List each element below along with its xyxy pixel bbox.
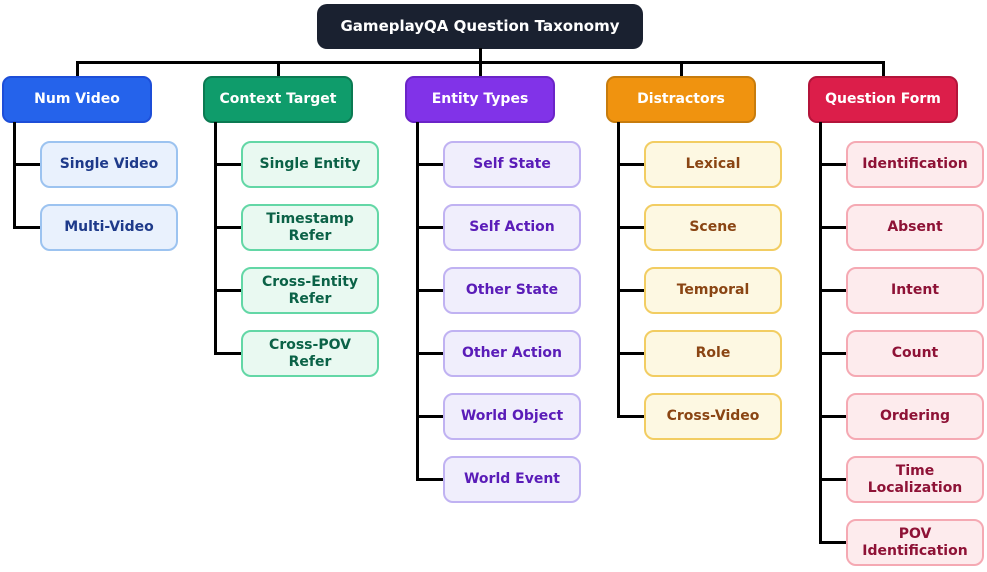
child-node-scene: Scene — [644, 204, 782, 251]
child-node-single-entity: Single Entity — [241, 141, 379, 188]
connector-line — [818, 289, 848, 292]
child-node-label: Identification — [862, 156, 968, 173]
branch-header-label: Question Form — [825, 90, 941, 107]
connector-line — [616, 122, 620, 418]
child-node-label: Other Action — [461, 345, 563, 362]
connector-line — [415, 163, 445, 166]
child-node-label: Lexical — [685, 156, 741, 173]
child-node-label: POV Identification — [862, 526, 968, 559]
child-node-other-state: Other State — [443, 267, 581, 314]
child-node-label: Self State — [473, 156, 551, 173]
child-node-other-action: Other Action — [443, 330, 581, 377]
child-node-label: Intent — [890, 282, 940, 299]
connector-line — [12, 226, 42, 229]
child-node-count: Count — [846, 330, 984, 377]
root-node: GameplayQA Question Taxonomy — [317, 4, 643, 49]
child-node-label: Temporal — [676, 282, 750, 299]
child-node-timestamp-refer: Timestamp Refer — [241, 204, 379, 251]
connector-line — [213, 226, 243, 229]
child-node-cross-video: Cross-Video — [644, 393, 782, 440]
child-node-label: Cross-Entity Refer — [261, 274, 359, 307]
connector-line — [415, 226, 445, 229]
child-node-self-action: Self Action — [443, 204, 581, 251]
connector-line — [213, 352, 243, 355]
connector-line — [818, 163, 848, 166]
connector-line — [12, 163, 42, 166]
connector-line — [616, 226, 646, 229]
child-node-time-localization: Time Localization — [846, 456, 984, 503]
branch-header-distractors: Distractors — [606, 76, 756, 123]
child-node-role: Role — [644, 330, 782, 377]
child-node-label: Cross-Video — [666, 408, 760, 425]
child-node-label: Self Action — [469, 219, 555, 236]
root-node-label: GameplayQA Question Taxonomy — [340, 17, 620, 36]
branch-header-label: Distractors — [637, 90, 725, 107]
connector-line — [213, 122, 217, 355]
connector-line — [213, 163, 243, 166]
connector-line — [478, 62, 482, 78]
child-node-cross-pov-refer: Cross-POV Refer — [241, 330, 379, 377]
child-node-label: Absent — [887, 219, 943, 236]
child-node-label: Multi-Video — [64, 219, 154, 236]
child-node-multi-video: Multi-Video — [40, 204, 178, 251]
connector-line — [881, 62, 885, 78]
child-node-world-event: World Event — [443, 456, 581, 503]
connector-line — [818, 478, 848, 481]
child-node-label: Role — [695, 345, 731, 362]
connector-line — [415, 122, 419, 481]
connector-line — [616, 415, 646, 418]
connector-line — [478, 48, 482, 63]
child-node-identification: Identification — [846, 141, 984, 188]
connector-line — [276, 62, 280, 78]
child-node-label: World Event — [463, 471, 560, 488]
connector-line — [415, 478, 445, 481]
child-node-label: Single Video — [59, 156, 159, 173]
connector-line — [75, 62, 79, 78]
branch-header-entity-types: Entity Types — [405, 76, 555, 123]
branch-header-context-target: Context Target — [203, 76, 353, 123]
connector-line — [415, 415, 445, 418]
child-node-world-object: World Object — [443, 393, 581, 440]
connector-line — [818, 415, 848, 418]
connector-line — [818, 122, 822, 544]
branch-header-label: Num Video — [34, 90, 120, 107]
child-node-intent: Intent — [846, 267, 984, 314]
connector-line — [415, 289, 445, 292]
connector-line — [616, 352, 646, 355]
connector-line — [818, 352, 848, 355]
connector-line — [616, 289, 646, 292]
child-node-label: Single Entity — [259, 156, 361, 173]
child-node-label: Other State — [465, 282, 559, 299]
child-node-label: Scene — [689, 219, 737, 236]
connector-line — [818, 226, 848, 229]
connector-line — [12, 122, 16, 229]
connector-line — [415, 352, 445, 355]
branch-header-num-video: Num Video — [2, 76, 152, 123]
child-node-cross-entity-refer: Cross-Entity Refer — [241, 267, 379, 314]
connector-line — [213, 289, 243, 292]
child-node-label: Time Localization — [867, 463, 963, 496]
branch-header-question-form: Question Form — [808, 76, 958, 123]
child-node-label: Count — [891, 345, 939, 362]
connector-line — [679, 62, 683, 78]
child-node-lexical: Lexical — [644, 141, 782, 188]
child-node-self-state: Self State — [443, 141, 581, 188]
branch-header-label: Entity Types — [431, 90, 529, 107]
child-node-label: Ordering — [879, 408, 950, 425]
connector-line — [616, 163, 646, 166]
child-node-ordering: Ordering — [846, 393, 984, 440]
connector-line — [818, 541, 848, 544]
child-node-label: World Object — [460, 408, 564, 425]
child-node-absent: Absent — [846, 204, 984, 251]
child-node-label: Timestamp Refer — [266, 211, 354, 244]
child-node-pov-identification: POV Identification — [846, 519, 984, 566]
branch-header-label: Context Target — [219, 90, 337, 107]
child-node-temporal: Temporal — [644, 267, 782, 314]
child-node-label: Cross-POV Refer — [269, 337, 351, 370]
child-node-single-video: Single Video — [40, 141, 178, 188]
